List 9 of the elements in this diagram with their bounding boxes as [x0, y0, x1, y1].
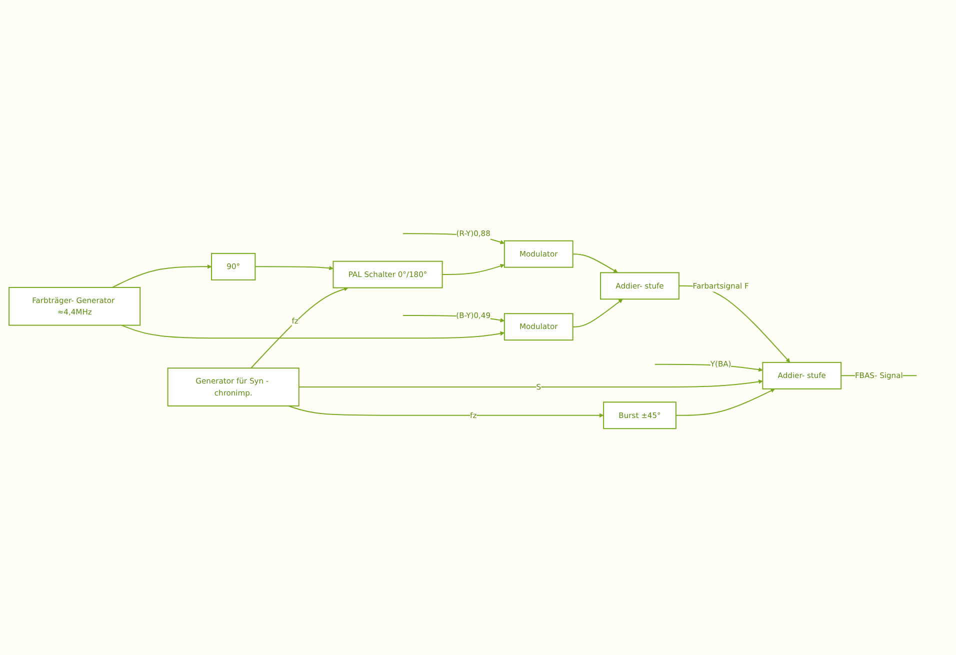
arrow — [572, 254, 618, 274]
arrow — [250, 287, 348, 369]
arrow — [122, 324, 505, 339]
arrow — [676, 388, 776, 416]
arrow — [255, 266, 334, 270]
arrow — [112, 264, 212, 288]
arrow — [572, 299, 623, 328]
arrow — [442, 264, 505, 276]
arrow — [298, 380, 763, 388]
